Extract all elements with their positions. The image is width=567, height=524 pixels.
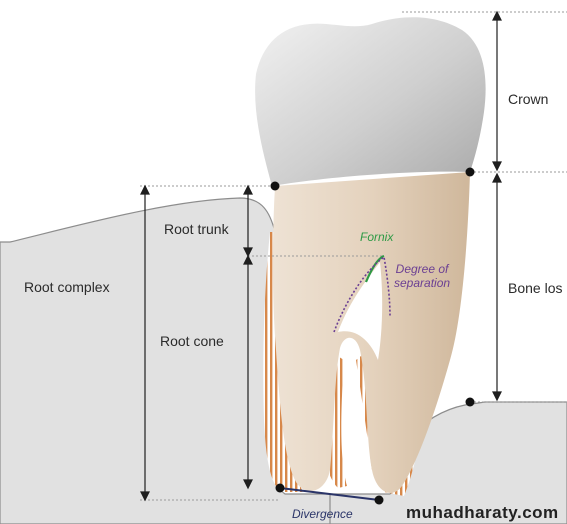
- degree-of-separation-label: Degree of separation: [394, 262, 450, 290]
- watermark: muhadharaty.com: [406, 503, 559, 523]
- degree-label-line2: separation: [394, 276, 450, 290]
- cej-point-left: [271, 182, 280, 191]
- root-cone-label: Root cone: [160, 333, 224, 349]
- root-trunk-label: Root trunk: [164, 221, 229, 237]
- bone-loss-label: Bone los: [508, 280, 562, 296]
- crown-label: Crown: [508, 91, 548, 107]
- apex-point-distal: [375, 496, 384, 505]
- root-complex-label: Root complex: [24, 279, 110, 295]
- bone-crest-point: [466, 398, 475, 407]
- degree-label-line1: Degree of: [394, 262, 450, 276]
- cej-point-right: [466, 168, 475, 177]
- divergence-label: Divergence: [292, 507, 353, 521]
- apex-point-mesial: [276, 484, 285, 493]
- fornix-label: Fornix: [360, 230, 393, 244]
- tooth-crown: [255, 17, 486, 186]
